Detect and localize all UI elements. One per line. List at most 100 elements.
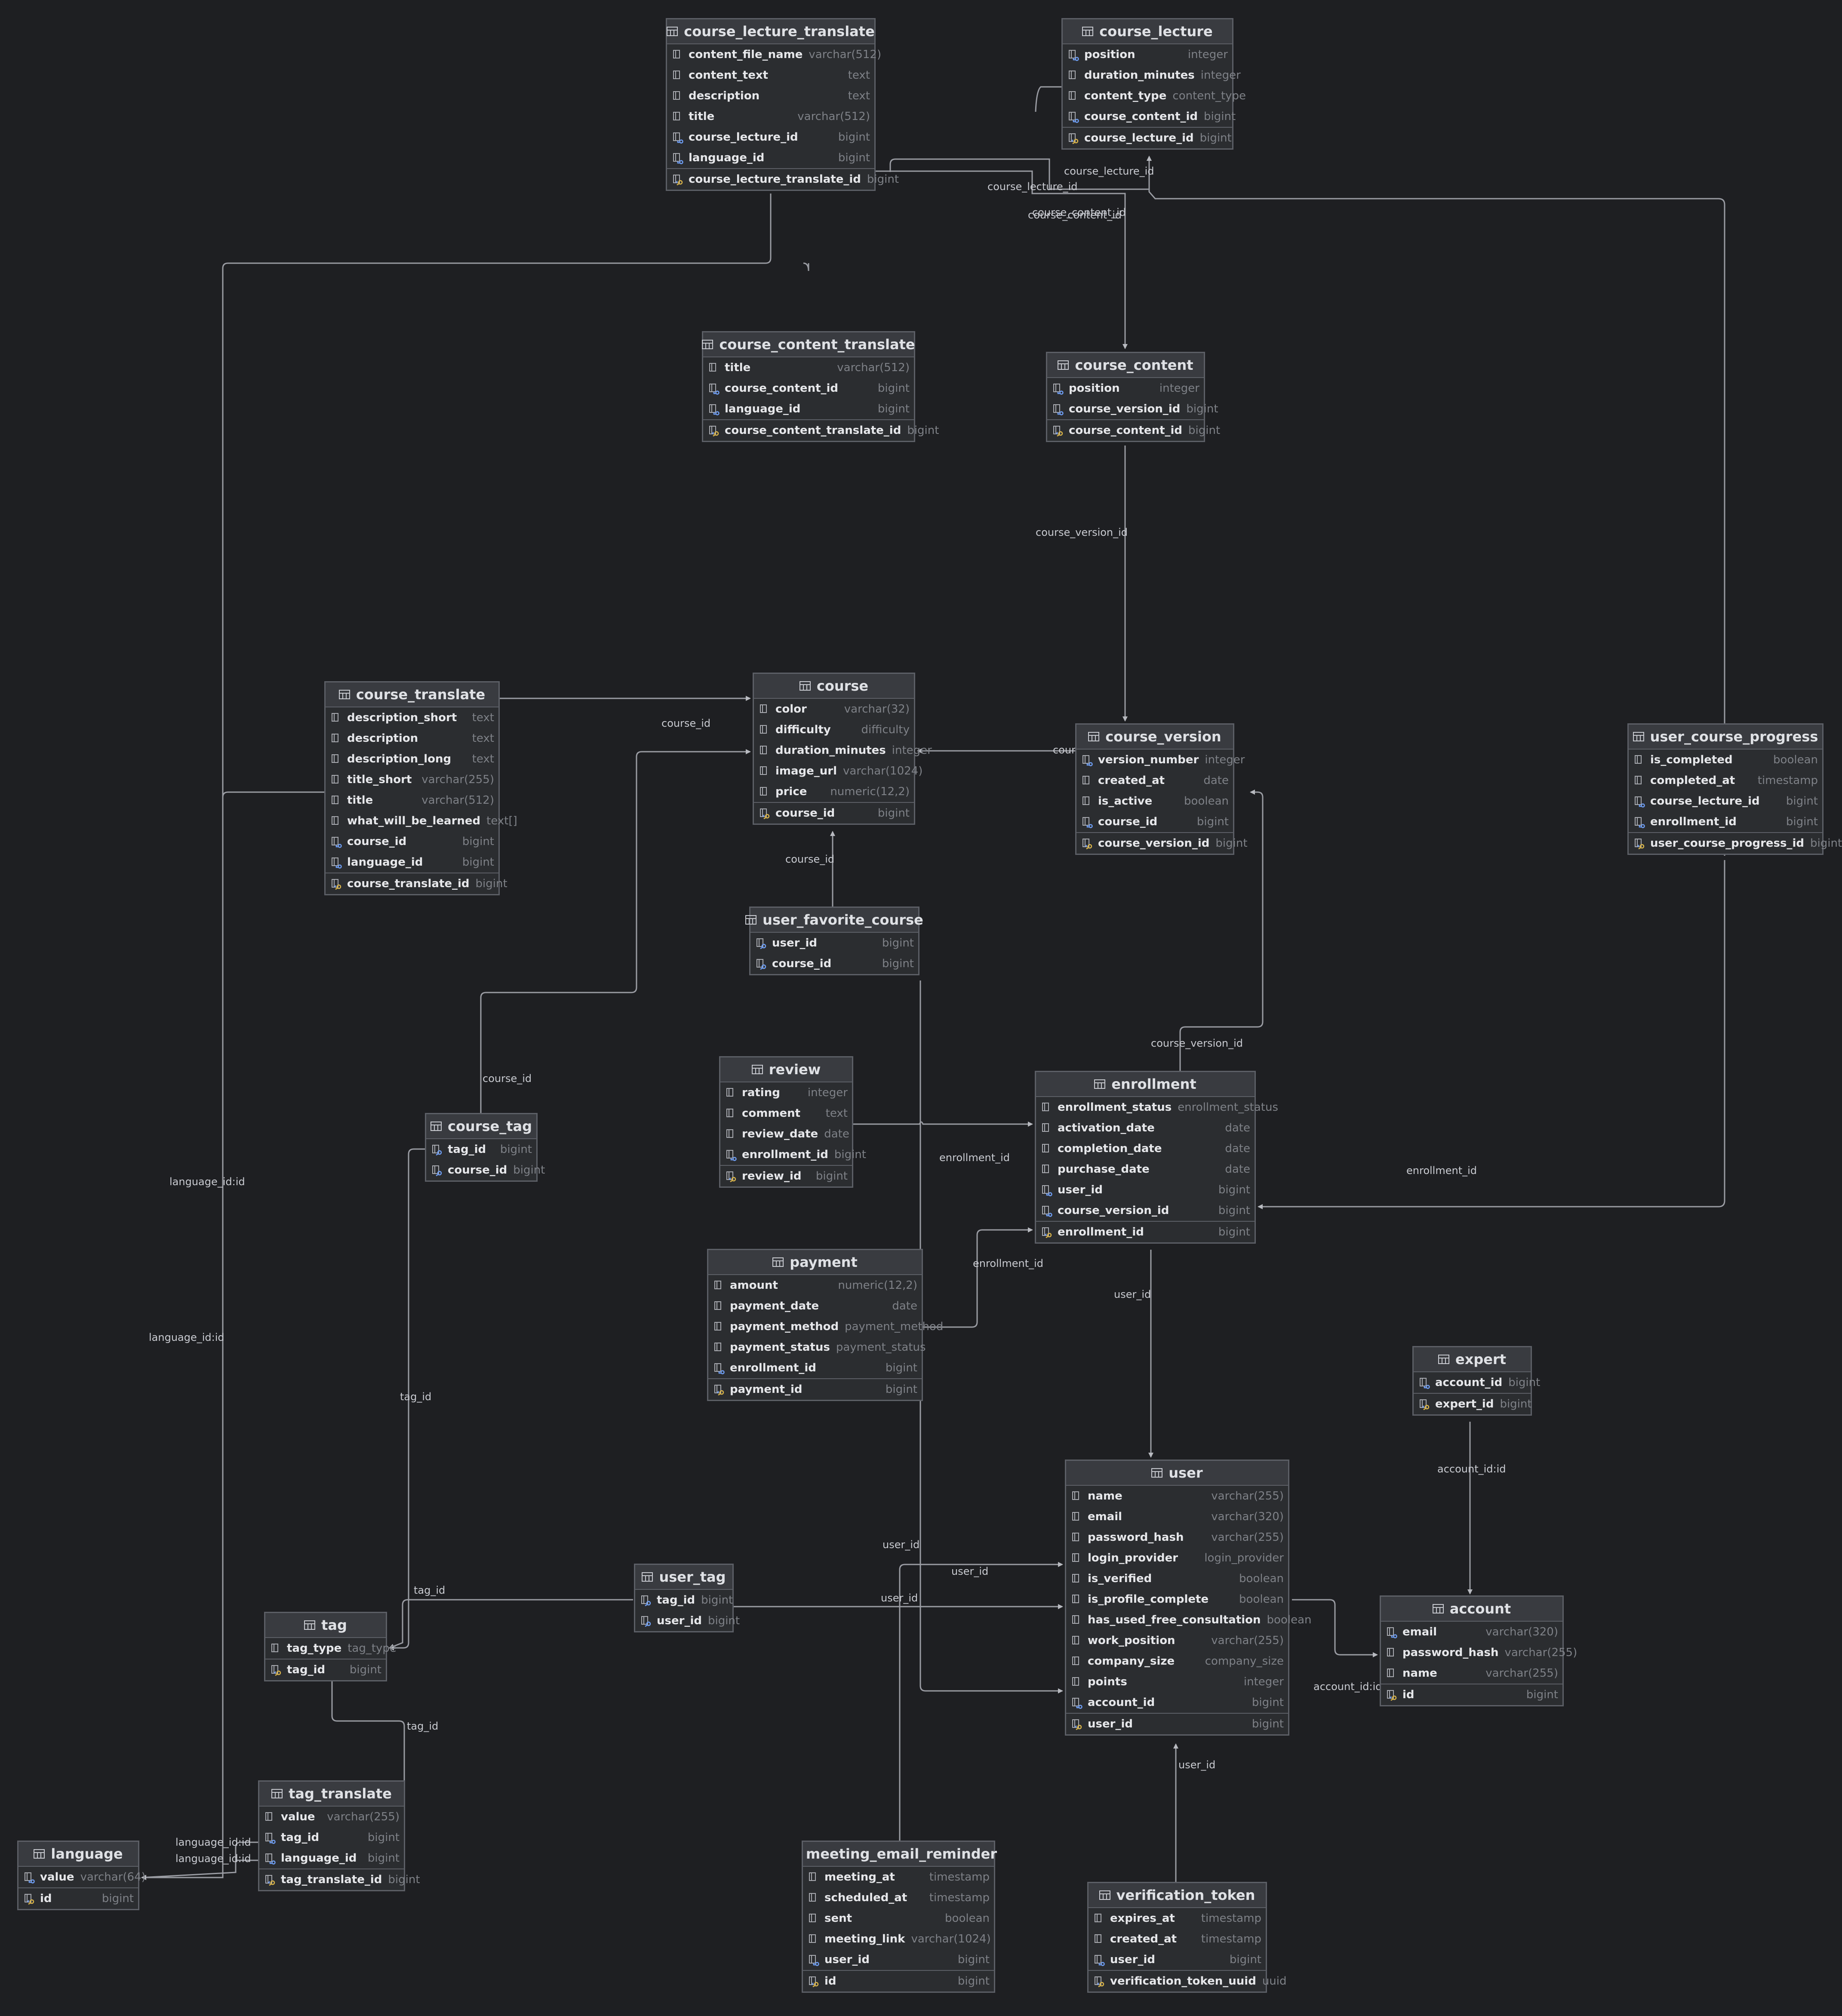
table-header[interactable]: tag_translate [259,1782,404,1807]
table-header[interactable]: course_content_translate [702,332,915,357]
table-header[interactable]: enrollment [1036,1072,1255,1097]
table-header[interactable]: user_tag [635,1565,732,1590]
table-header[interactable]: course_content [1047,353,1204,378]
table-header[interactable]: course_tag [426,1114,536,1139]
table-header[interactable]: language [18,1842,138,1867]
table-header[interactable]: tag [265,1613,386,1638]
table-header[interactable]: meeting_email_reminder [803,1842,997,1867]
table-header[interactable]: review [720,1057,852,1082]
table-header[interactable]: course_translate [326,682,498,707]
table-header[interactable]: account [1381,1597,1562,1622]
table-header[interactable]: verification_token [1089,1883,1266,1908]
table-header[interactable]: course_lecture [1063,19,1232,44]
table-header[interactable]: user_favorite_course [745,908,923,933]
table-header[interactable]: user [1066,1461,1288,1486]
table-header[interactable]: user_course_progress [1629,725,1822,750]
